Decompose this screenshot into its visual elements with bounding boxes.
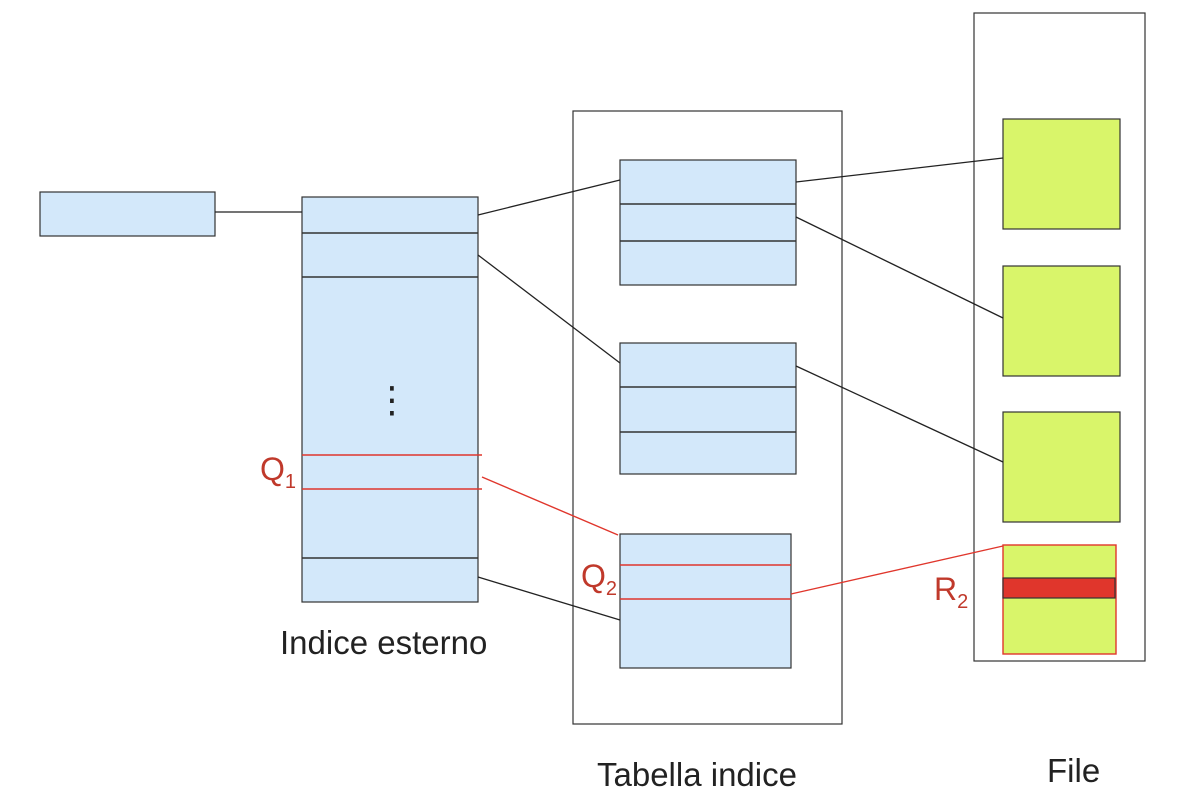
index-table-block-1	[619, 159, 797, 286]
query-lines	[481, 476, 1004, 595]
file-block-1	[1002, 118, 1121, 230]
index-table-block-3	[619, 533, 792, 669]
outer-index: ⋮	[301, 196, 482, 603]
file-block-3	[1002, 411, 1121, 523]
index-table-caption: Tabella indice	[597, 756, 797, 793]
outer-index-body	[301, 196, 479, 603]
ellipsis: ⋮	[374, 380, 410, 421]
r2-record	[1002, 577, 1116, 599]
root-block	[39, 191, 216, 237]
r2-label: R2	[934, 571, 969, 613]
file-frame	[973, 12, 1146, 662]
file-block-4	[1002, 544, 1117, 655]
file-caption: File	[1047, 752, 1101, 789]
pointer-lines	[215, 157, 1004, 621]
file-block-2	[1002, 265, 1121, 377]
index-table-block-2	[619, 342, 797, 475]
index-table-frame	[572, 110, 843, 725]
q1-label: Q1	[260, 451, 297, 493]
q2-label: Q2	[581, 558, 618, 600]
outer-index-caption: Indice esterno	[280, 624, 488, 661]
